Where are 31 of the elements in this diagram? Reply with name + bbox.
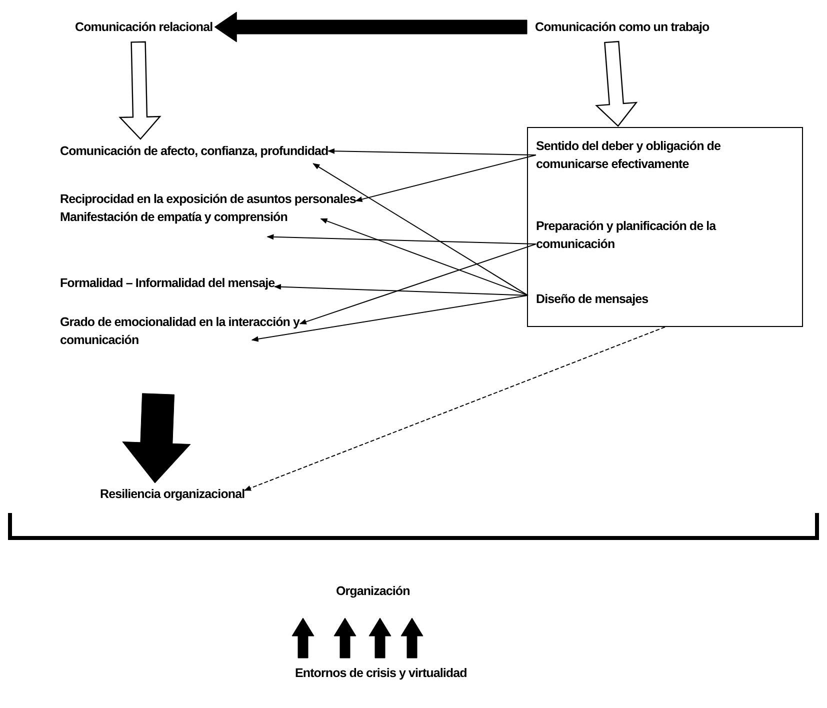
block-arrow: [214, 12, 528, 42]
block-arrow: [334, 618, 356, 658]
dashed-arrow: [244, 326, 666, 491]
hollow-arrow: [595, 40, 638, 127]
node-label: Comunicación como un trabajo: [535, 19, 710, 36]
arrow: [320, 218, 528, 296]
hollow-arrow: [118, 41, 162, 140]
arrow: [355, 154, 536, 202]
node-label: Diseño de mensajes: [536, 291, 650, 308]
node-label: Reciprocidad en la exposición de asuntos personales: [60, 191, 356, 208]
arrow: [274, 284, 528, 296]
node-label: Manifestación de empatía y comprensión: [60, 209, 288, 226]
arrow: [266, 234, 536, 244]
framed-box: [527, 127, 803, 327]
block-arrow: [368, 618, 392, 658]
block-arrow: [122, 393, 191, 484]
node-label: Organización: [336, 583, 410, 600]
arrow: [251, 294, 528, 342]
arrow: [312, 163, 528, 296]
arrow: [299, 244, 536, 324]
block-arrow: [292, 618, 314, 658]
node-label: Entornos de crisis y virtualidad: [295, 665, 467, 682]
node-label: Formalidad – Informalidad del mensaje: [60, 275, 275, 292]
arrow: [328, 148, 536, 156]
node-label: Sentido del deber y obligación de comunicarse efectivamente: [536, 138, 722, 173]
node-label: Preparación y planificación de la comunicación: [536, 218, 718, 253]
node-label: Grado de emocionalidad en la interacción y comunicación: [60, 314, 301, 349]
node-label: Resiliencia organizacional: [100, 486, 245, 503]
block-arrow: [400, 618, 424, 658]
node-label: Comunicación de afecto, confianza, profundidad: [60, 143, 328, 160]
node-label: Comunicación relacional: [75, 19, 213, 36]
